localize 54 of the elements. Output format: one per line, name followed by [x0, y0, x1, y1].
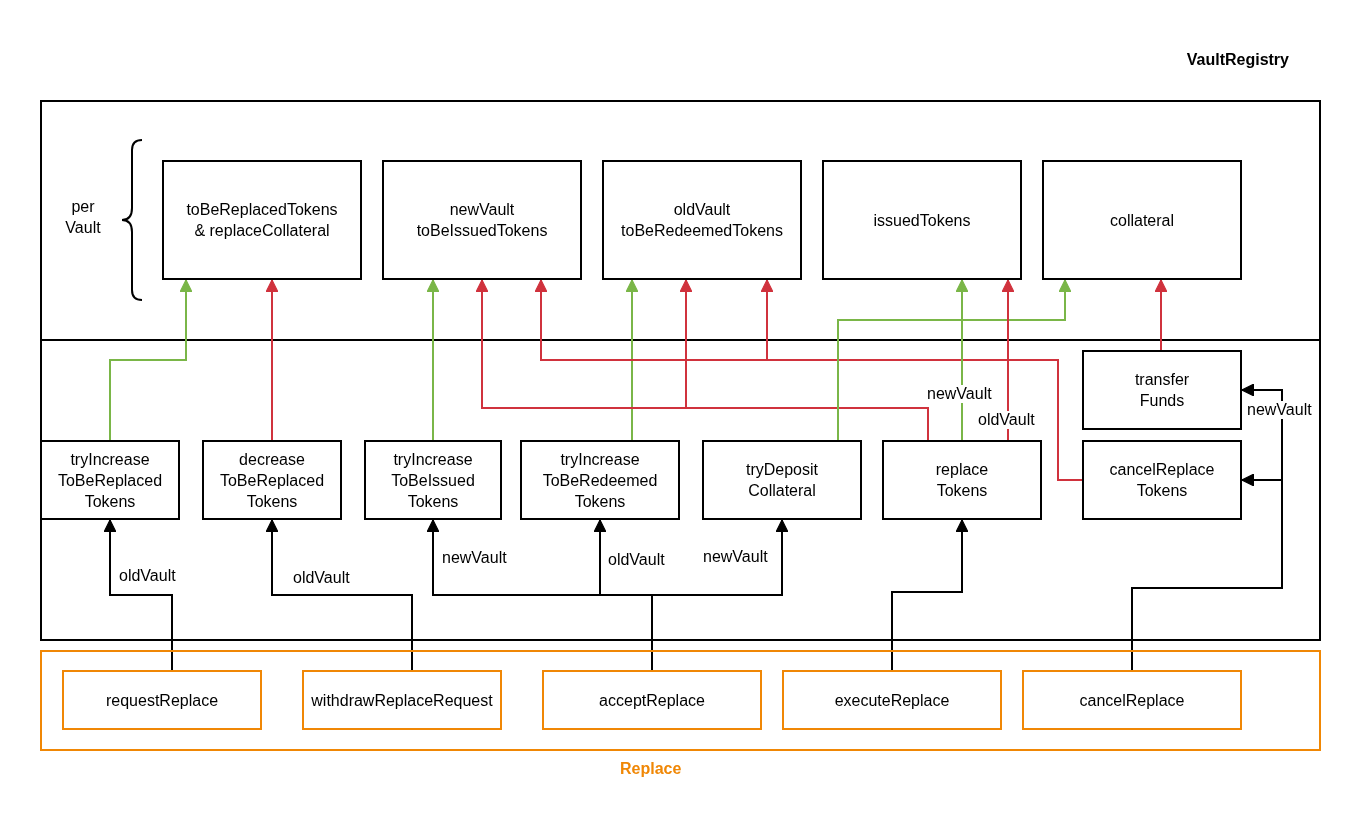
process-box [1042, 160, 1242, 280]
arrow [837, 279, 1072, 441]
group-title: Replace [620, 759, 682, 779]
box-label: executeReplace [834, 690, 950, 711]
box-label: tryIncrease ToBeRedeemed Tokens [541, 449, 659, 512]
box-label: tryDeposit Collateral [745, 460, 819, 501]
box-label: tryIncrease ToBeReplaced Tokens [56, 449, 164, 512]
process-box [602, 160, 802, 280]
box-label: withdrawReplaceRequest [311, 690, 493, 711]
arrow [109, 279, 193, 441]
arrow [103, 519, 173, 671]
arrow [651, 519, 789, 671]
arrow [1154, 279, 1168, 351]
box-label: collateral [1110, 210, 1174, 231]
arrow [426, 279, 440, 441]
arrow [955, 279, 969, 441]
process-box [302, 670, 502, 730]
process-box [542, 670, 762, 730]
process-box [364, 440, 502, 520]
arrow [625, 279, 639, 441]
process-box [702, 440, 862, 520]
box-label: oldVault toBeRedeemedTokens [620, 200, 784, 241]
box-label: issuedTokens [873, 210, 971, 231]
box-label: toBeReplacedTokens & replaceCollateral [185, 200, 339, 241]
box-label: acceptReplace [599, 690, 705, 711]
box-label: decrease ToBeReplaced Tokens [218, 449, 326, 512]
process-box [520, 440, 680, 520]
process-box [382, 160, 582, 280]
process-box [1082, 440, 1242, 520]
box-label: requestReplace [105, 690, 219, 711]
edge-label: newVault [926, 385, 993, 403]
process-box [782, 670, 1002, 730]
process-box [62, 670, 262, 730]
box-label: cancelReplace Tokens [1108, 460, 1216, 501]
process-box [202, 440, 342, 520]
arrow [265, 519, 413, 671]
process-box [882, 440, 1042, 520]
annotation-label: per Vault [64, 197, 102, 238]
box-label: transfer Funds [1133, 370, 1191, 411]
arrow [1001, 279, 1015, 441]
arrow [265, 279, 279, 441]
group-title: VaultRegistry [1186, 50, 1289, 70]
process-box [162, 160, 362, 280]
edge-label: oldVault [977, 411, 1036, 429]
process-box [1082, 350, 1242, 430]
edge-label: newVault [1246, 401, 1313, 419]
process-box [1022, 670, 1242, 730]
process-box [40, 440, 180, 520]
box-label: replace Tokens [934, 460, 990, 501]
process-box [822, 160, 1022, 280]
box-label: tryIncrease ToBeIssued Tokens [390, 449, 476, 512]
arrow [891, 519, 969, 671]
box-label: cancelReplace [1079, 690, 1185, 711]
box-label: newVault toBeIssuedTokens [415, 200, 549, 241]
